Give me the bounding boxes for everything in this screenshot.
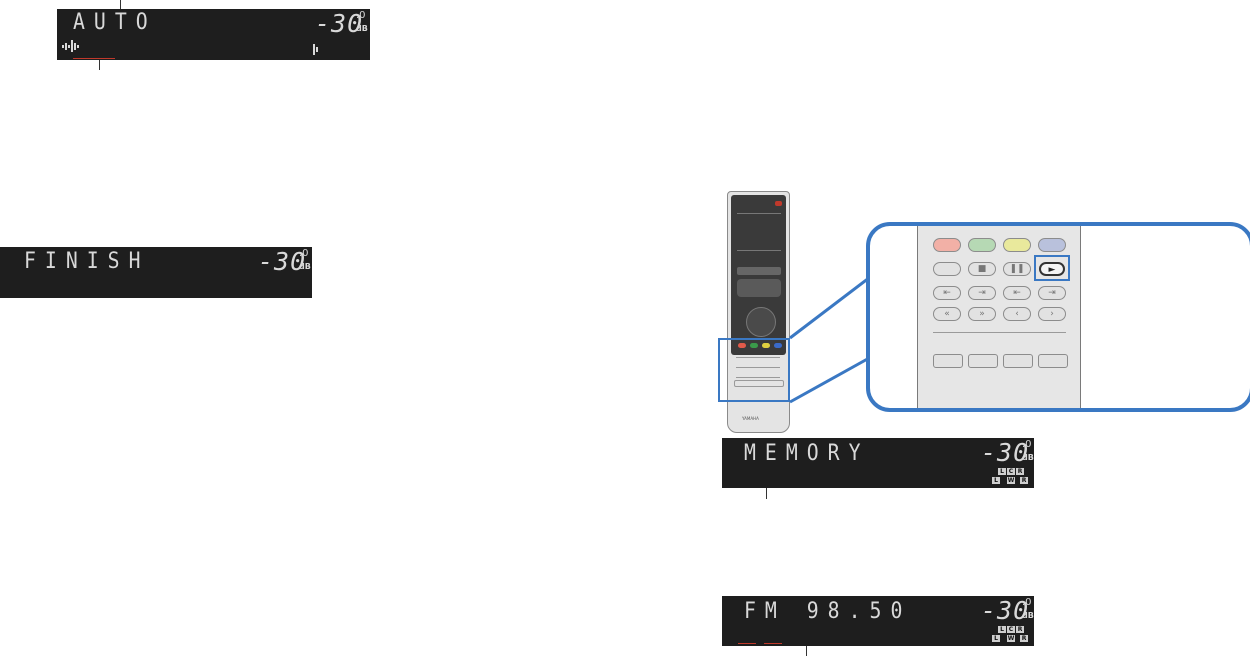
volume-decimal: .0 <box>1022 597 1032 608</box>
volume-readout: -30 <box>981 438 1030 467</box>
speaker-sl-icon: L <box>992 635 1000 642</box>
volume-decimal: .0 <box>299 248 309 259</box>
display-text: MEMORY <box>744 441 870 466</box>
cursor-pad[interactable] <box>746 307 776 337</box>
front-display-auto: AUTO -30 .0 dB <box>57 9 370 60</box>
speaker-r-icon: R <box>1016 468 1024 475</box>
volume-keys[interactable] <box>737 279 781 297</box>
green-key[interactable] <box>750 343 758 348</box>
subwoofer-icon: W <box>1007 477 1015 484</box>
volume-decimal: .0 <box>356 10 366 21</box>
green-key[interactable] <box>968 238 996 252</box>
speaker-c-icon: C <box>1007 626 1015 633</box>
status-indicator-line <box>764 643 782 644</box>
speaker-l-icon: L <box>998 626 1006 633</box>
color-keys <box>738 343 782 349</box>
prev-icon[interactable]: ⇤ <box>1003 286 1031 300</box>
stop-icon[interactable]: ■ <box>968 262 996 276</box>
red-key[interactable] <box>933 238 961 252</box>
volume-readout: -30 <box>315 9 364 38</box>
volume-readout: -30 <box>258 247 307 276</box>
skip-back-icon[interactable]: ⇤ <box>933 286 961 300</box>
blank-key[interactable] <box>933 262 961 276</box>
status-indicator-line <box>738 643 756 644</box>
callout-leader <box>99 60 100 70</box>
speaker-sr-icon: R <box>1020 477 1028 484</box>
function-key-2[interactable] <box>968 354 998 368</box>
signal-level-icon-right <box>313 40 321 55</box>
rewind-button[interactable]: « <box>933 307 961 321</box>
front-display-fm: FM 98.50 -30 .0 dB L C R L W R <box>722 596 1034 646</box>
speaker-sr-icon: R <box>1020 635 1028 642</box>
skip-forward-icon[interactable]: ⇥ <box>968 286 996 300</box>
volume-readout: -30 <box>981 596 1030 625</box>
preset-down-button[interactable]: ‹ <box>1003 307 1031 321</box>
power-button[interactable] <box>775 201 782 206</box>
function-key-3[interactable] <box>1003 354 1033 368</box>
red-key[interactable] <box>738 343 746 348</box>
next-icon[interactable]: ⇥ <box>1038 286 1066 300</box>
pause-icon[interactable]: ❚❚ <box>1003 262 1031 276</box>
display-text: FM 98.50 <box>744 599 912 624</box>
fast-forward-button[interactable]: » <box>968 307 996 321</box>
remote-control: YAMAHA <box>727 191 790 433</box>
volume-unit: dB <box>299 262 311 271</box>
blue-key[interactable] <box>1038 238 1066 252</box>
subwoofer-icon: W <box>1007 635 1015 642</box>
function-key-4[interactable] <box>1038 354 1068 368</box>
volume-unit: dB <box>1022 453 1034 462</box>
play-icon[interactable]: ► <box>1039 262 1065 276</box>
volume-unit: dB <box>1022 611 1034 620</box>
speaker-sl-icon: L <box>992 477 1000 484</box>
signal-level-icon-left <box>62 38 80 52</box>
display-text: AUTO <box>73 10 157 35</box>
front-display-finish: FINISH -30 .0 dB <box>0 247 312 298</box>
remote-highlight-box <box>718 338 790 402</box>
yellow-key[interactable] <box>762 343 770 348</box>
speaker-r-icon: R <box>1016 626 1024 633</box>
speaker-c-icon: C <box>1007 468 1015 475</box>
callout-leader <box>120 0 121 9</box>
status-indicator-line <box>73 58 115 59</box>
function-key-1[interactable] <box>933 354 963 368</box>
remote-zoom-callout: ■ ❚❚ ► ⇤ ⇥ ⇤ ⇥ « » ‹ › <box>866 222 1250 412</box>
yellow-key[interactable] <box>1003 238 1031 252</box>
display-text: FINISH <box>24 249 150 274</box>
volume-unit: dB <box>356 24 368 33</box>
tuning-buttons[interactable] <box>737 267 781 275</box>
callout-leader <box>806 646 807 656</box>
preset-up-button[interactable]: › <box>1038 307 1066 321</box>
volume-decimal: .0 <box>1022 439 1032 450</box>
play-highlight-box <box>1034 255 1070 281</box>
callout-leader <box>766 488 767 499</box>
speaker-l-icon: L <box>998 468 1006 475</box>
yamaha-logo: YAMAHA <box>742 416 759 421</box>
blue-key[interactable] <box>774 343 782 348</box>
front-display-memory: MEMORY -30 .0 dB L C R L W R <box>722 438 1034 488</box>
